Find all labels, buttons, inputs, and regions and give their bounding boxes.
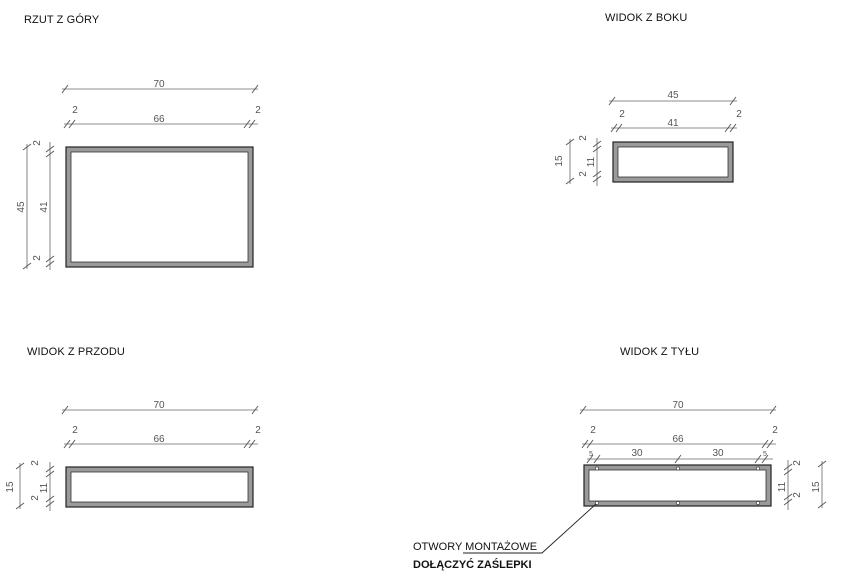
back-view-frame (583, 464, 772, 507)
top-view: RZUT Z GÓRY 70 2 66 2 45 (16, 13, 261, 270)
front-view-title: WIDOK Z PRZODU (27, 346, 125, 358)
back-view-hole-edge-right-label: 5 (763, 451, 767, 458)
mounting-holes-note-text: OTWORY MONTAŻOWE (413, 540, 537, 553)
front-view-dim-inner-height: 2 11 2 (30, 460, 55, 511)
front-view-wall-left-label: 2 (72, 425, 78, 436)
side-view-dim-overall-height: 15 (554, 138, 575, 185)
front-view-dim-inner-width: 2 66 2 (63, 425, 261, 449)
front-view-wall-bottom-label: 2 (30, 495, 41, 501)
back-view-dim-inner-height: 2 11 2 (777, 460, 803, 510)
side-view-inner-height-label: 11 (586, 156, 597, 167)
back-view-hole-spacing-1-label: 30 (631, 448, 643, 459)
side-view-title: WIDOK Z BOKU (605, 12, 687, 24)
front-view-wall-top-label: 2 (30, 460, 41, 466)
back-view-wall-right-label: 2 (772, 425, 778, 436)
top-view-dim-inner-width: 2 66 2 (63, 105, 261, 129)
mounting-holes-note: OTWORY MONTAŻOWE DOŁĄCZYĆ ZAŚLEPKI (413, 503, 597, 571)
top-view-wall-left-label: 2 (72, 105, 78, 116)
back-view-title: WIDOK Z TYŁU (620, 346, 699, 358)
caps-note-text: DOŁĄCZYĆ ZAŚLEPKI (413, 558, 532, 571)
top-view-overall-width-label: 70 (153, 79, 165, 90)
back-view-hole-spacing-2-label: 30 (712, 448, 724, 459)
side-view-wall-left-label: 2 (619, 109, 625, 120)
mounting-hole-bottom-middle (676, 501, 680, 505)
mounting-hole-bottom-right (756, 501, 760, 505)
side-view: WIDOK Z BOKU 45 2 41 2 15 (554, 12, 742, 186)
front-view-frame (65, 466, 254, 508)
front-view-overall-height-label: 15 (5, 481, 16, 493)
back-view-wall-left-label: 2 (590, 425, 596, 436)
back-view-inner-width-label: 66 (672, 434, 684, 445)
top-view-wall-top-label: 2 (32, 140, 43, 146)
back-view-dim-overall-height: 15 (811, 460, 827, 509)
mounting-hole-top-middle (676, 466, 680, 471)
front-view-dim-overall-width: 70 (61, 400, 259, 415)
top-view-overall-height-label: 45 (16, 201, 27, 213)
back-view-wall-top-label: 2 (792, 460, 803, 466)
side-view-dim-overall-width: 45 (608, 90, 737, 106)
back-view: WIDOK Z TYŁU 70 2 66 2 (579, 346, 827, 510)
top-view-wall-right-label: 2 (255, 105, 261, 116)
side-view-overall-height-label: 15 (554, 155, 565, 167)
back-view-wall-bottom-label: 2 (792, 492, 803, 498)
front-view-dim-overall-height: 15 (5, 462, 25, 510)
side-view-dim-inner-width: 2 41 2 (610, 109, 742, 133)
front-view: WIDOK Z PRZODU 70 2 66 2 15 (5, 346, 261, 511)
top-view-wall-bottom-label: 2 (32, 255, 43, 261)
mounting-hole-bottom-left (595, 501, 599, 505)
back-view-mounting-holes (595, 466, 760, 505)
back-view-inner-height-label: 11 (777, 481, 788, 492)
back-view-dim-inner-width: 2 66 2 (581, 425, 778, 449)
top-view-frame (65, 146, 254, 268)
side-view-wall-top-label: 2 (578, 135, 589, 141)
top-view-title: RZUT Z GÓRY (24, 13, 100, 26)
back-view-dim-overall-width: 70 (579, 400, 777, 415)
back-view-overall-width-label: 70 (672, 400, 684, 411)
front-view-overall-width-label: 70 (153, 400, 165, 411)
front-view-inner-width-label: 66 (153, 434, 165, 445)
side-view-frame (612, 141, 734, 183)
mounting-hole-top-right (756, 466, 760, 471)
top-view-dim-overall-height: 45 (16, 143, 32, 270)
top-view-inner-width-label: 66 (153, 114, 165, 125)
back-view-overall-height-label: 15 (811, 481, 822, 493)
top-view-inner-height-label: 41 (39, 201, 50, 213)
side-view-inner-width-label: 41 (667, 118, 679, 129)
front-view-wall-right-label: 2 (255, 425, 261, 436)
side-view-dim-inner-height: 2 11 2 (578, 135, 602, 186)
top-view-dim-overall-width: 70 (61, 79, 259, 94)
front-view-inner-height-label: 11 (39, 482, 50, 493)
mounting-hole-top-left (595, 466, 599, 471)
top-view-dim-inner-height: 2 41 2 (32, 140, 55, 270)
side-view-overall-width-label: 45 (667, 90, 679, 101)
side-view-wall-right-label: 2 (736, 109, 742, 120)
back-view-dim-hole-spacing: 5 30 30 5 (586, 448, 773, 464)
side-view-wall-bottom-label: 2 (578, 171, 589, 177)
back-view-hole-edge-left-label: 5 (589, 451, 593, 458)
